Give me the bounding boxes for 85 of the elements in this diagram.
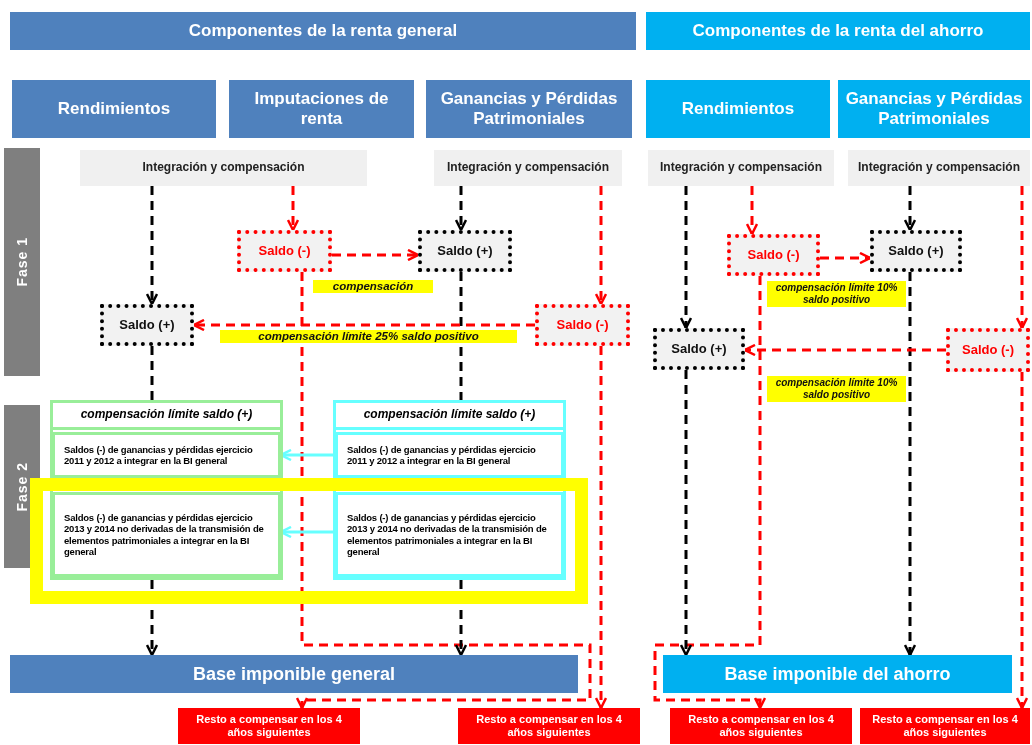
remainder-box <box>860 708 1030 744</box>
box-text: Saldos (-) de ganancias y pérdidas ejercicio 2011 y 2012 a integrar en la BI general <box>346 443 537 467</box>
arrow <box>145 186 159 306</box>
step-box <box>80 150 367 186</box>
box-text: Ganancias y Pérdidas Patrimoniales <box>439 89 619 129</box>
arrow <box>1015 186 1029 330</box>
phase-label: Fase 2 <box>13 461 31 512</box>
box-text: Saldos (-) de ganancias y pérdidas ejercicio 2011 y 2012 a integrar en la BI general <box>63 443 254 467</box>
edge-label: compensación límite 10% saldo positivo <box>767 281 906 307</box>
box-text: Rendimientos <box>680 99 796 119</box>
balance-box <box>535 304 630 346</box>
balance-box <box>418 230 512 272</box>
tax-base-bar <box>663 655 1012 693</box>
edge-label: compensación <box>313 280 433 293</box>
box-text: Resto a compensar en los 4 años siguientes <box>871 713 1019 739</box>
remainder-box <box>670 708 852 744</box>
edge-label: compensación límite 10% saldo positivo <box>767 376 906 402</box>
arrow <box>903 186 917 232</box>
loss-item-box <box>335 492 564 577</box>
box-text: Saldo (-) <box>961 342 1015 358</box>
box-text: Componentes de la renta general <box>187 21 459 41</box>
balance-box <box>237 230 332 272</box>
column-header <box>426 80 632 138</box>
box-text: Ganancias y Pérdidas Patrimoniales <box>844 89 1024 129</box>
arrow <box>820 251 872 265</box>
box-text: Saldos (-) de ganancias y pérdidas ejercicio 2013 y 2014 no derivadas de la transmisión de elementos patrimoniales a integrar en la BI general <box>346 511 548 558</box>
box-text: Resto a compensar en los 4 años siguientes <box>687 713 835 739</box>
box-text: Resto a compensar en los 4 años siguientes <box>195 713 343 739</box>
arrow <box>594 346 608 710</box>
balance-box <box>727 234 820 276</box>
loss-item-box <box>52 492 281 577</box>
phase-label: Fase 1 <box>13 237 31 287</box>
arrow <box>653 276 767 710</box>
edge-label: compensación límite 25% saldo positivo <box>220 330 517 343</box>
box-text: Saldo (+) <box>118 317 176 333</box>
balance-box <box>653 328 745 370</box>
step-box <box>434 150 622 186</box>
loss-item-box <box>335 432 564 478</box>
step-box <box>848 150 1030 186</box>
box-text: Componentes de la renta del ahorro <box>691 21 985 41</box>
arrow <box>1015 372 1029 710</box>
box-text: Saldo (+) <box>436 243 494 259</box>
balance-box <box>870 230 962 272</box>
box-text: Integración y compensación <box>141 161 306 175</box>
limit-group-box <box>333 400 566 580</box>
box-text: Saldo (-) <box>746 247 801 263</box>
box-text: Saldo (-) <box>257 243 312 259</box>
box-text: Imputaciones de renta <box>253 89 390 129</box>
section-header <box>10 12 636 50</box>
arrow <box>145 580 159 657</box>
box-text: Integración y compensación <box>445 161 610 175</box>
arrow <box>332 248 420 262</box>
arrow <box>295 272 592 710</box>
remainder-box <box>178 708 360 744</box>
column-header <box>646 80 830 138</box>
arrow <box>454 186 468 232</box>
column-header <box>12 80 216 138</box>
box-text: Integración y compensación <box>658 161 823 175</box>
box-text: Saldos (-) de ganancias y pérdidas ejercicio 2013 y 2014 no derivadas de la transmisión de elementos patrimoniales a integrar en la BI general <box>63 511 265 558</box>
loss-item-box <box>52 432 281 478</box>
box-text: Base imponible general <box>191 663 397 685</box>
arrow <box>286 186 300 232</box>
box-text: Saldo (+) <box>670 341 728 357</box>
section-header <box>646 12 1030 50</box>
column-header <box>229 80 414 138</box>
box-text: Saldo (+) <box>887 243 945 259</box>
phase-bar <box>4 148 40 376</box>
remainder-box <box>458 708 640 744</box>
arrow <box>679 370 693 657</box>
box-text: Integración y compensación <box>856 161 1021 175</box>
arrow <box>454 580 468 657</box>
balance-box <box>100 304 194 346</box>
box-text: Rendimientos <box>56 99 172 119</box>
step-box <box>648 150 834 186</box>
column-header <box>838 80 1030 138</box>
box-text: Saldo (-) <box>555 317 610 333</box>
tax-base-bar <box>10 655 578 693</box>
box-text: Base imponible del ahorro <box>723 663 952 685</box>
arrow <box>745 186 759 236</box>
limit-group-box <box>50 400 283 580</box>
arrow <box>679 186 693 330</box>
arrow <box>903 272 917 657</box>
arrow <box>594 186 608 306</box>
balance-box <box>946 328 1030 372</box>
box-text: Resto a compensar en los 4 años siguientes <box>475 713 623 739</box>
